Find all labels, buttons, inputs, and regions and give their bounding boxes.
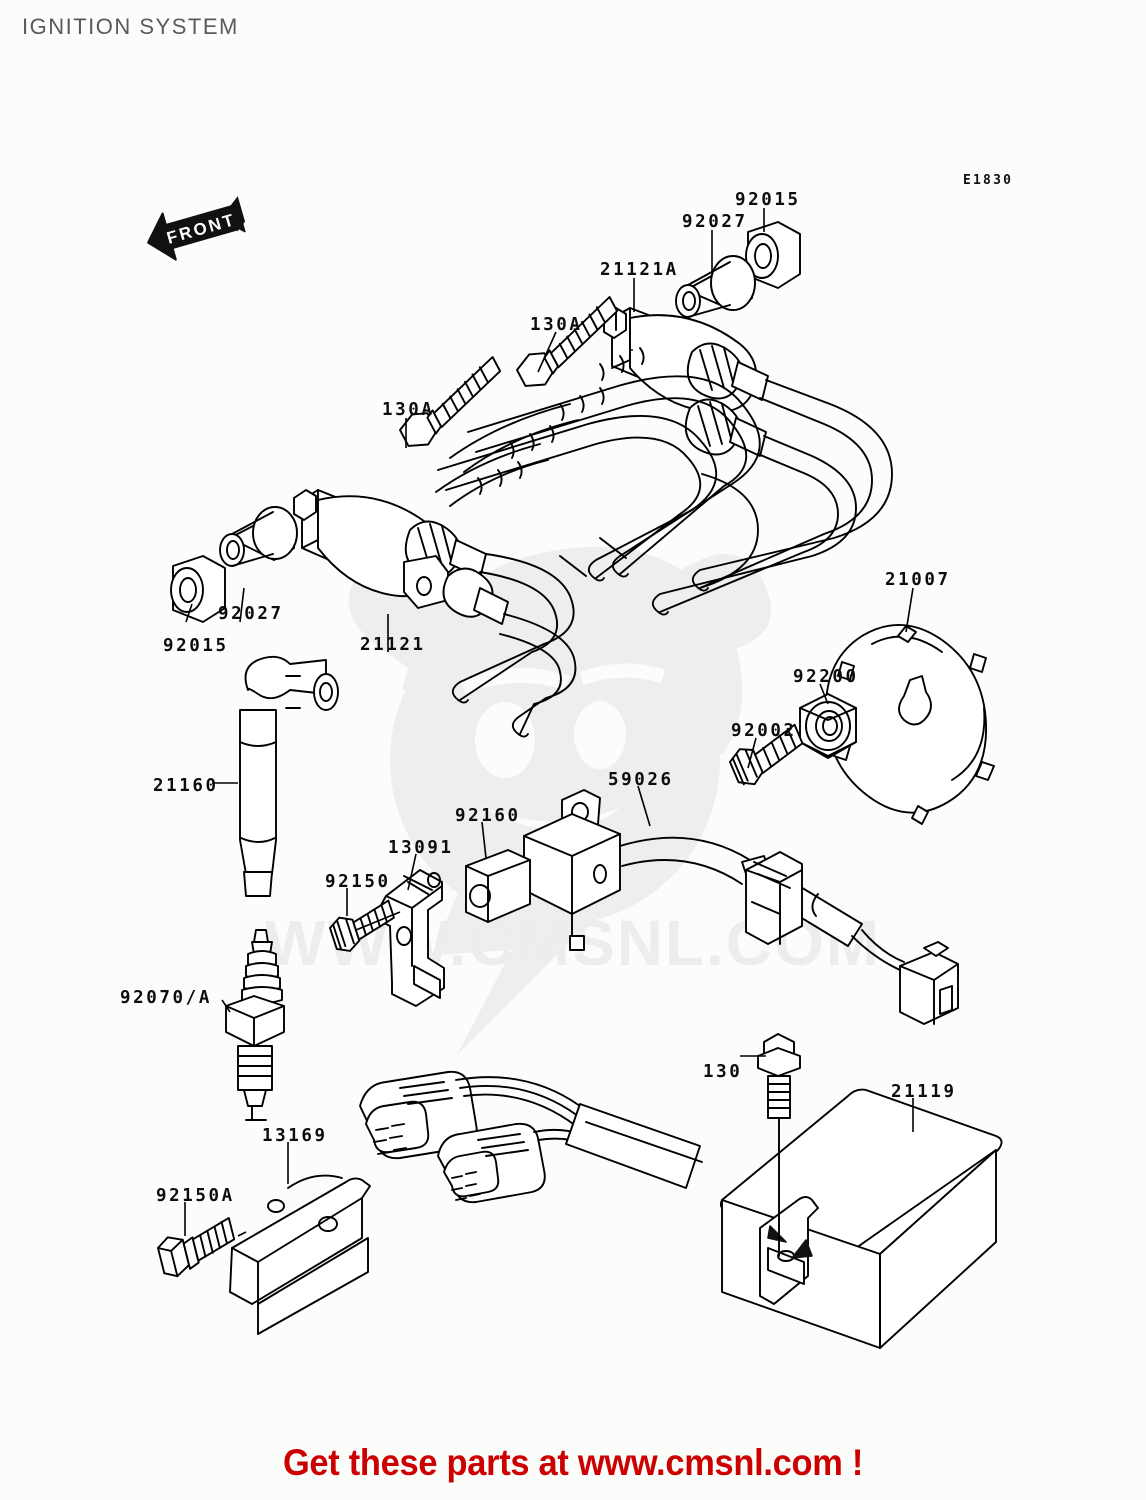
- part-21160-plug-cap: [239, 655, 339, 897]
- part-92015-upper: [745, 221, 801, 289]
- part-label-21160: 21160: [153, 776, 219, 796]
- part-21121A-terminals: [684, 342, 769, 457]
- front-arrow-icon: FRONT: [147, 196, 246, 261]
- part-label-13169: 13169: [262, 1126, 328, 1146]
- part-92027-upper: [675, 255, 756, 318]
- part-label-21119: 21119: [891, 1082, 957, 1102]
- part-92150A-bolt: [157, 1217, 247, 1278]
- part-label-92070A: 92070/A: [120, 988, 212, 1008]
- part-label-13091: 13091: [388, 838, 454, 858]
- part-92002-bolt: [729, 723, 804, 786]
- part-label-92200: 92200: [793, 667, 859, 687]
- part-label-21121A: 21121A: [600, 260, 679, 280]
- part-label-92150: 92150: [325, 872, 391, 892]
- footer-promo-text: Get these parts at www.cmsnl.com !: [282, 1442, 864, 1483]
- part-label-92027-upper: 92027: [682, 212, 748, 232]
- part-label-21121: 21121: [360, 635, 426, 655]
- part-92150-bolt: [329, 899, 401, 952]
- part-130A-bolt-lower: [399, 356, 502, 447]
- part-label-21007: 21007: [885, 570, 951, 590]
- part-label-92015-upper: 92015: [735, 190, 801, 210]
- diagram-code: E1830: [963, 173, 1014, 188]
- part-92160-damper: [465, 849, 531, 923]
- lower-coil-wires: [451, 553, 577, 738]
- part-13169-plate: [229, 1174, 371, 1335]
- spark-plug-wires: [437, 347, 893, 616]
- part-21121-terminals: [403, 520, 509, 625]
- harness-connectors: [359, 1070, 703, 1204]
- part-label-92160: 92160: [455, 806, 521, 826]
- part-13091-bracket: [373, 869, 445, 1007]
- part-92027-lower: [219, 506, 298, 567]
- part-59026-pickup-coil: [523, 789, 959, 1025]
- part-label-92027-lower: 92027: [218, 604, 284, 624]
- part-label-130: 130: [703, 1062, 743, 1082]
- part-21119-igniter: [719, 1088, 1003, 1349]
- part-label-92002: 92002: [731, 721, 797, 741]
- part-92070A-spark-plug: [225, 929, 285, 1121]
- leader-lines: [184, 208, 914, 1236]
- part-label-130A-lower: 130A: [382, 400, 435, 420]
- part-130A-bolt-upper: [516, 296, 633, 387]
- part-label-130A-upper: 130A: [530, 315, 583, 335]
- part-label-92150A: 92150A: [156, 1186, 235, 1206]
- part-21007-rotor: [825, 624, 995, 825]
- plug-wire-stubs: [435, 403, 579, 507]
- part-label-59026: 59026: [608, 770, 674, 790]
- page-title: IGNITION SYSTEM: [22, 14, 239, 39]
- part-label-92015-lower: 92015: [163, 636, 229, 656]
- part-92015-lower: [170, 555, 226, 623]
- part-130-bolt: [757, 1033, 801, 1257]
